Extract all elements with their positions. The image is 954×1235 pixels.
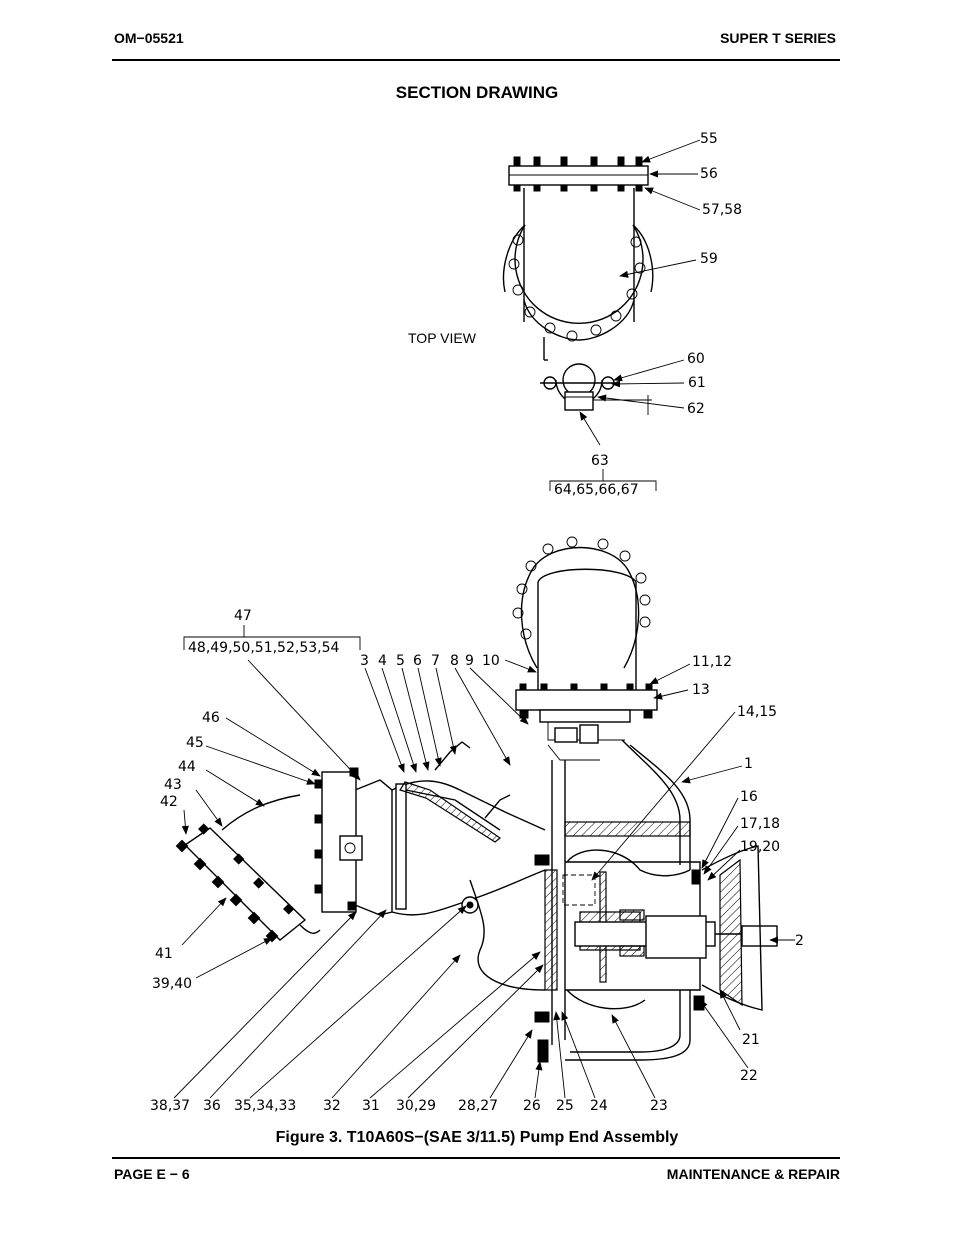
callout-11-12: 11,12 (692, 654, 732, 670)
callout-9: 9 (465, 653, 474, 669)
callout-1: 1 (744, 756, 753, 772)
callout-48-54: 48,49,50,51,52,53,54 (188, 640, 339, 656)
callout-25: 25 (556, 1098, 574, 1114)
callout-28-27: 28,27 (458, 1098, 498, 1114)
callout-41: 41 (155, 946, 173, 962)
top-view-label: TOP VIEW (408, 330, 477, 346)
callout-16: 16 (740, 789, 758, 805)
callout-57-58: 57,58 (702, 202, 742, 218)
callout-22: 22 (740, 1068, 758, 1084)
callout-63: 63 (591, 453, 609, 469)
pump-end-assembly-drawing: 47 48,49,50,51,52,53,54 3 4 5 6 7 8 9 10… (150, 536, 804, 1114)
callout-45: 45 (186, 735, 204, 751)
callout-47: 47 (234, 608, 252, 624)
callout-32: 32 (323, 1098, 341, 1114)
callout-38-37: 38,37 (150, 1098, 190, 1114)
footer-rule (112, 1157, 840, 1159)
callout-60: 60 (687, 351, 705, 367)
callout-26: 26 (523, 1098, 541, 1114)
document-number: OM−05521 (114, 30, 184, 46)
callout-21: 21 (742, 1032, 760, 1048)
callout-2: 2 (795, 933, 804, 949)
callout-14-15: 14,15 (737, 704, 777, 720)
callout-17-18: 17,18 (740, 816, 780, 832)
callout-64-67: 64,65,66,67 (554, 482, 639, 498)
callout-46: 46 (202, 710, 220, 726)
callout-36: 36 (203, 1098, 221, 1114)
header-rule (112, 59, 840, 61)
callout-31: 31 (362, 1098, 380, 1114)
page-number: PAGE E − 6 (114, 1166, 190, 1182)
callout-8: 8 (450, 653, 459, 669)
callout-62: 62 (687, 401, 705, 417)
callout-56: 56 (700, 166, 718, 182)
callout-10: 10 (482, 653, 500, 669)
callout-39-40: 39,40 (152, 976, 192, 992)
section-title: SECTION DRAWING (395, 83, 559, 102)
callout-3: 3 (360, 653, 369, 669)
callout-35-34-33: 35,34,33 (234, 1098, 296, 1114)
section-name: MAINTENANCE & REPAIR (666, 1166, 840, 1182)
callout-13: 13 (692, 682, 710, 698)
callout-44: 44 (178, 759, 196, 775)
callout-42: 42 (160, 794, 178, 810)
callout-5: 5 (396, 653, 405, 669)
callout-30-29: 30,29 (396, 1098, 436, 1114)
callout-61: 61 (688, 375, 706, 391)
series-title: SUPER T SERIES (720, 30, 836, 46)
callout-19-20: 19,20 (740, 839, 780, 855)
callout-23: 23 (650, 1098, 668, 1114)
top-view-drawing: 55 56 57,58 59 60 61 62 63 64,65,66,67 (502, 131, 742, 498)
callout-59: 59 (700, 251, 718, 267)
callout-4: 4 (378, 653, 387, 669)
callout-24: 24 (590, 1098, 608, 1114)
callout-6: 6 (413, 653, 422, 669)
figure-caption: Figure 3. T10A60S−(SAE 3/11.5) Pump End … (275, 1129, 679, 1146)
callout-7: 7 (431, 653, 440, 669)
callout-55: 55 (700, 131, 718, 147)
callout-43: 43 (164, 777, 182, 793)
